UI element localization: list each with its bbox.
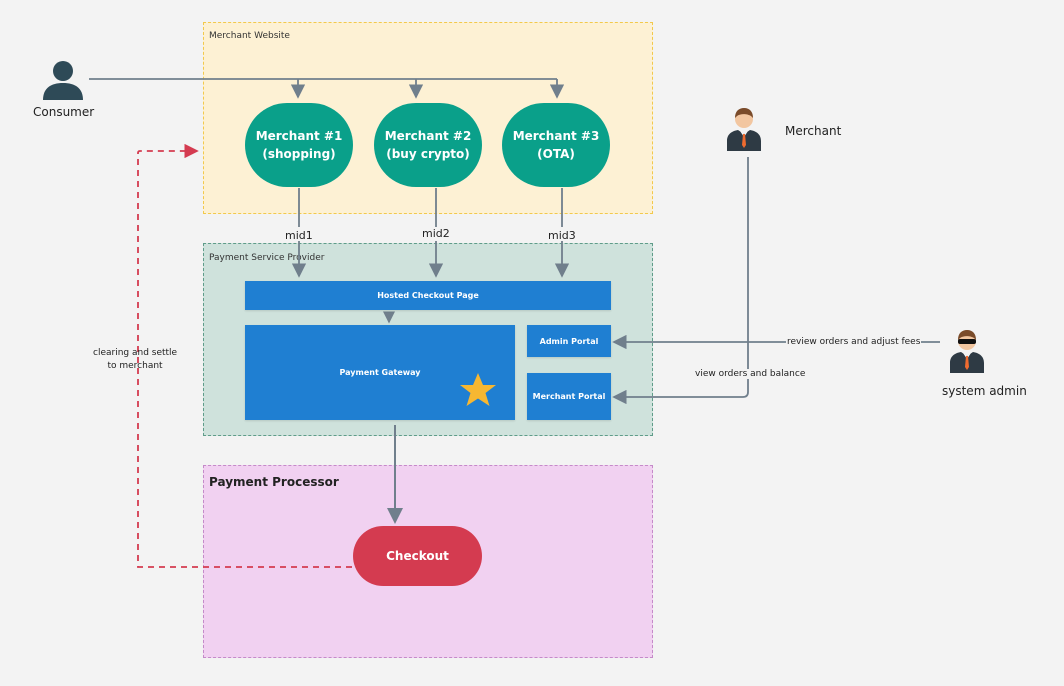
merchant-3-label: Merchant #3 (OTA) [512, 129, 600, 161]
clearing-settlement-label: clearing and settle to merchant [93, 348, 178, 371]
checkout-label: Checkout [386, 549, 449, 563]
merchant-actor [721, 103, 767, 151]
view-orders-label: view orders and balance [694, 369, 807, 379]
hosted-checkout-page-label: Hosted Checkout Page [377, 291, 479, 300]
review-orders-label: review orders and adjust fees [786, 337, 922, 347]
merchant-2-node: Merchant #2 (buy crypto) [374, 103, 482, 187]
admin-portal-box: Admin Portal [527, 325, 611, 357]
consumer-actor [35, 56, 91, 104]
mid-2-label: mid2 [422, 227, 450, 240]
admin-portal-label: Admin Portal [539, 336, 599, 346]
consumer-label: Consumer [33, 105, 95, 119]
payment-gateway-label: Payment Gateway [339, 368, 421, 377]
system-admin-label: system admin [942, 384, 1027, 398]
system-admin-actor [944, 325, 990, 373]
merchant-portal-label: Merchant Portal [532, 392, 606, 401]
merchant-to-merchant-portal-arrow [612, 157, 749, 405]
merchant-website-zone-label: Merchant Website [209, 31, 290, 41]
hosted-checkout-page-box: Hosted Checkout Page [245, 281, 611, 310]
mid-3-label: mid3 [548, 229, 576, 242]
businessman-icon [727, 108, 761, 151]
clearing-settlement-dashed-arrow [137, 143, 352, 568]
merchant-actor-label: Merchant [785, 124, 842, 138]
mid-1-label: mid1 [285, 229, 313, 242]
merchant-1-node: Merchant #1 (shopping) [245, 103, 353, 187]
payment-processor-zone-label: Payment Processor [209, 475, 339, 489]
admin-sunglasses-icon [950, 330, 984, 373]
merchant-3-node: Merchant #3 (OTA) [502, 103, 610, 187]
merchant-portal-box: Merchant Portal [527, 373, 611, 420]
payment-service-provider-zone-label: Payment Service Provider [209, 253, 325, 263]
checkout-node: Checkout [353, 526, 482, 586]
payment-gateway-box: Payment Gateway [245, 325, 515, 420]
star-icon [460, 373, 496, 406]
merchant-2-label: Merchant #2 (buy crypto) [384, 129, 472, 161]
merchant-1-label: Merchant #1 (shopping) [255, 129, 343, 161]
user-icon [43, 61, 83, 100]
